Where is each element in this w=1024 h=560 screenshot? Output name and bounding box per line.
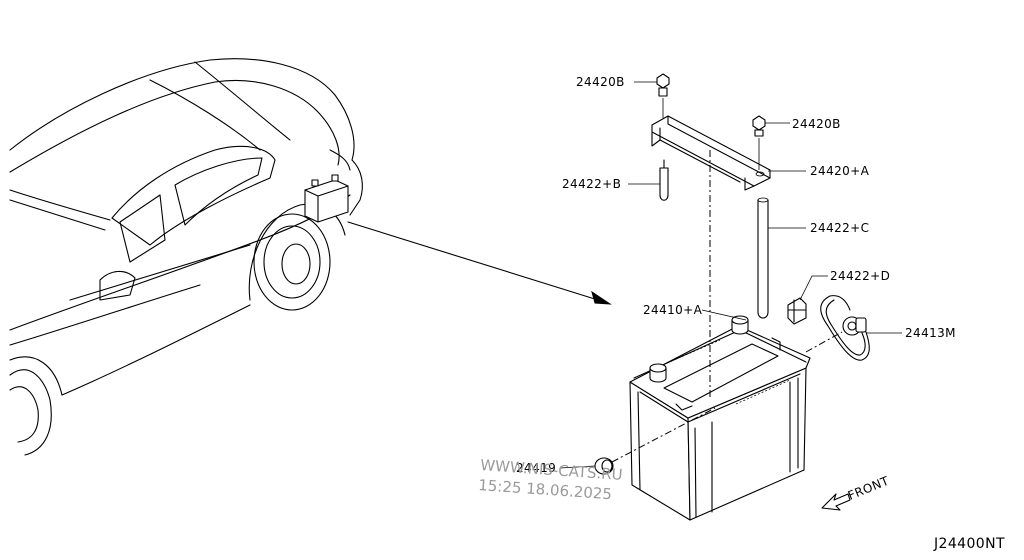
alignment-lines xyxy=(611,150,843,463)
label-24420b-top: 24420B xyxy=(576,75,625,89)
label-24422b: 24422+B xyxy=(562,177,621,191)
clip xyxy=(787,297,807,325)
label-24422d: 24422+D xyxy=(830,269,890,283)
label-24410a: 24410+A xyxy=(643,303,703,317)
front-label: FRONT xyxy=(846,474,891,503)
j-bolt-right xyxy=(757,197,769,319)
part-labels: 24420B 24420B 24422+B 24420+A 24422+C 24… xyxy=(516,75,956,475)
front-indicator: FRONT xyxy=(821,474,891,511)
battery xyxy=(629,315,811,521)
leader-lines xyxy=(559,81,902,469)
label-24413m: 24413M xyxy=(905,326,956,340)
pointer-arrow xyxy=(347,221,612,305)
label-24420a: 24420+A xyxy=(810,164,870,178)
battery-sensor xyxy=(820,295,870,361)
battery-bracket xyxy=(651,73,771,191)
j-bolt-left xyxy=(659,159,669,201)
label-24420b-right: 24420B xyxy=(792,117,841,131)
label-24419: 24419 xyxy=(516,461,556,475)
label-24422c: 24422+C xyxy=(810,221,869,235)
car-illustration xyxy=(9,58,363,456)
diagram-code: J24400NT xyxy=(933,536,1005,552)
